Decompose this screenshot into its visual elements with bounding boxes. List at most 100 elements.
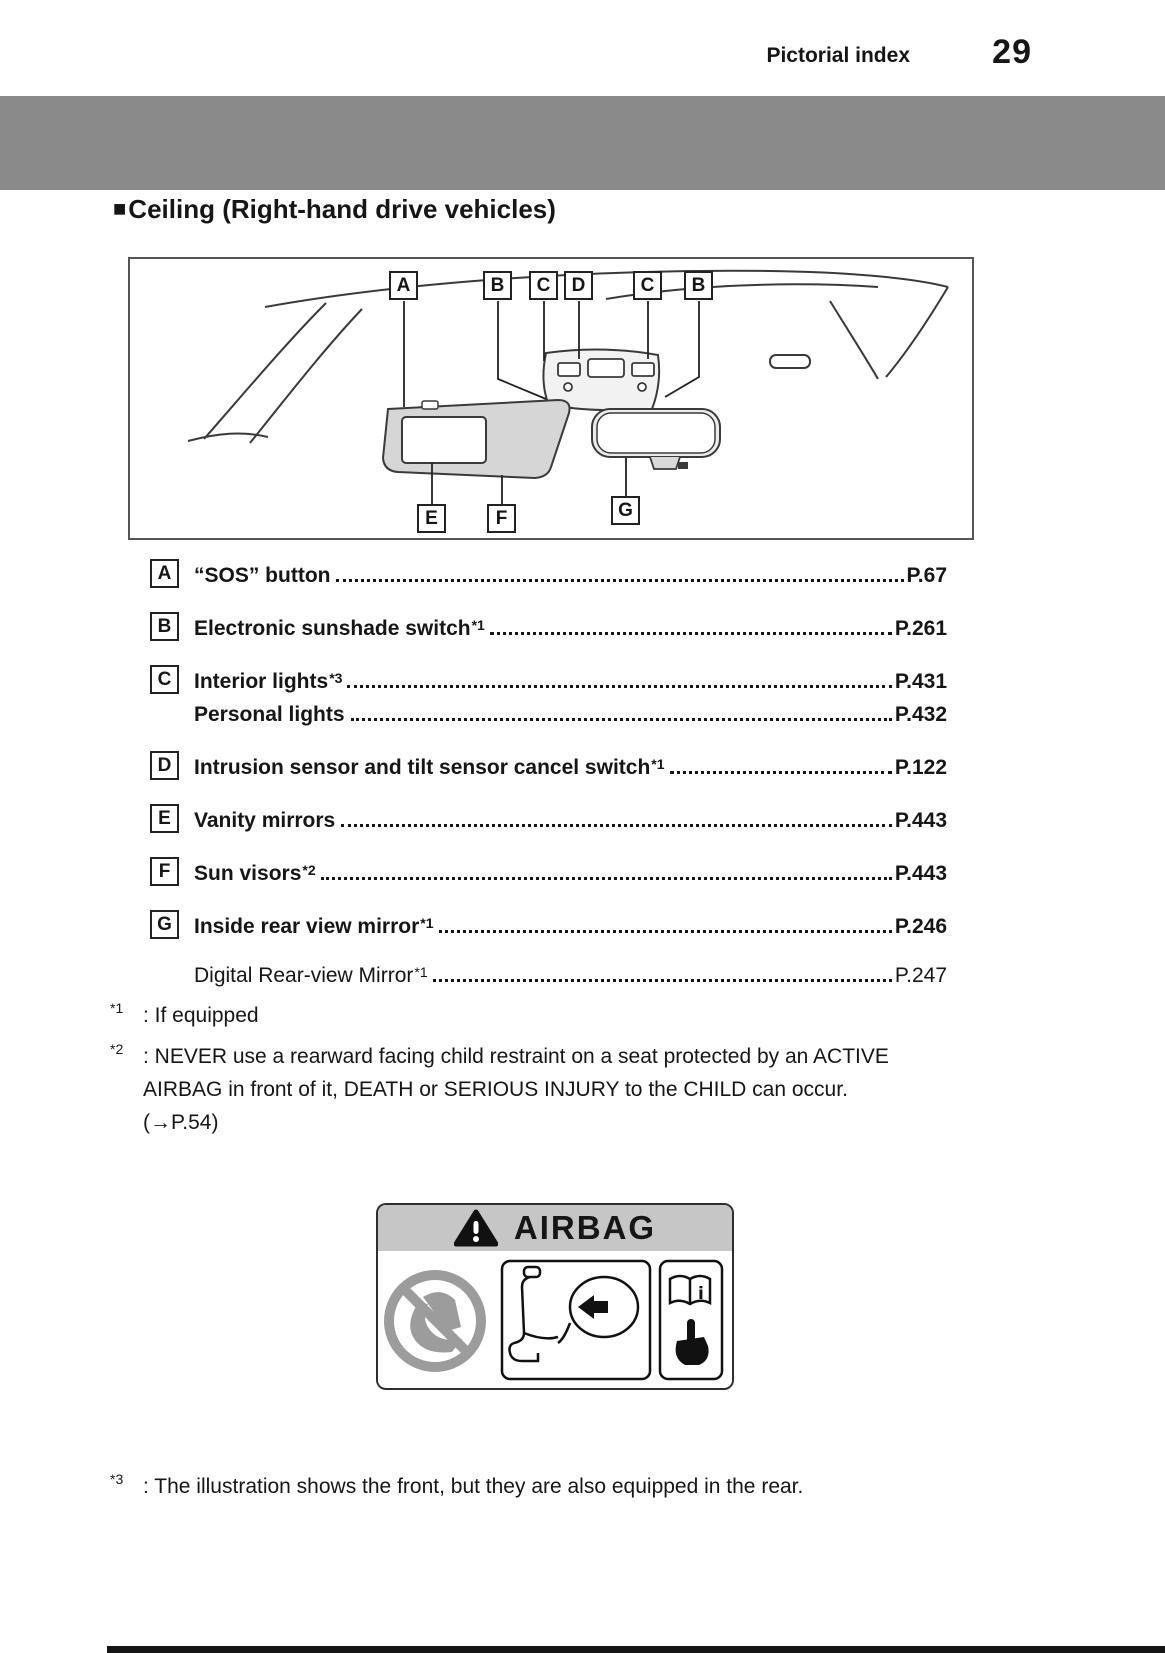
index-line: Digital Rear-view Mirror*1 P.247: [194, 959, 947, 988]
page-reference: P.431: [894, 670, 947, 693]
callout-E: E: [417, 504, 446, 533]
page-reference: P.261: [894, 617, 947, 640]
callout-B2: B: [684, 271, 713, 300]
warning-triangle-icon: [453, 1209, 498, 1247]
footnote-1: *1 : If equipped: [110, 999, 259, 1032]
entry-label: Digital Rear-view Mirror: [194, 964, 414, 987]
ceiling-diagram: A B C D C B E F G: [128, 257, 974, 540]
section-heading: ■Ceiling (Right-hand drive vehicles): [113, 194, 556, 225]
page-reference: P.246: [894, 915, 947, 938]
index-entry-C: C Interior lights*3 P.431 Personal light…: [150, 665, 947, 727]
page-reference: P.122: [894, 756, 947, 779]
dot-leader: [320, 877, 892, 880]
entry-label: “SOS” button: [194, 564, 331, 587]
footnote-text: : The illustration shows the front, but …: [143, 1475, 804, 1498]
footnote-ref: *1: [414, 964, 428, 980]
footnote-3: *3 : The illustration shows the front, b…: [110, 1470, 803, 1503]
header-band: [0, 96, 1165, 190]
index-line: Interior lights*3 P.431: [194, 665, 947, 694]
entry-label: Vanity mirrors: [194, 809, 336, 832]
callout-C: C: [529, 271, 558, 300]
dot-leader: [669, 771, 892, 774]
vanity-mirror: [401, 416, 487, 464]
page-reference: P.432: [894, 703, 947, 726]
sun-visor: [381, 398, 571, 480]
pointing-hand-icon: [675, 1319, 709, 1365]
footnote-text: : If equipped: [143, 1004, 259, 1027]
entry-letter-badge: F: [150, 857, 179, 886]
airbag-label-header: AIRBAG: [378, 1205, 732, 1251]
footnote-ref: *3: [329, 670, 343, 686]
callout-G: G: [611, 496, 640, 525]
index-line: “SOS” button P.67: [194, 559, 947, 588]
index-line: Vanity mirrors P.443: [194, 804, 947, 833]
dot-leader: [350, 718, 892, 721]
entry-letter-badge: C: [150, 665, 179, 694]
page-reference: P.443: [894, 809, 947, 832]
footnote-ref: *1: [471, 617, 485, 633]
entry-label: Electronic sunshade switch: [194, 617, 471, 640]
footnote-2: *2 : NEVER use a rearward facing child r…: [110, 1040, 889, 1139]
page-reference: P.247: [894, 964, 947, 987]
entry-letter-badge: D: [150, 751, 179, 780]
callout-lines: [403, 301, 700, 504]
ceiling-illustration: [187, 269, 949, 504]
index-entry-B: B Electronic sunshade switch*1 P.261: [150, 612, 947, 641]
page-reference: P.443: [894, 862, 947, 885]
running-header-title: Pictorial index: [766, 44, 910, 67]
entry-label: Interior lights: [194, 670, 329, 693]
page-reference: P.67: [906, 564, 948, 587]
entry-label: Inside rear view mirror: [194, 915, 420, 938]
callout-A: A: [389, 271, 418, 300]
footnote-marker: *1: [110, 1000, 124, 1016]
dot-leader: [438, 930, 892, 933]
index-entry-G: G Inside rear view mirror*1 P.246 Digita…: [150, 910, 947, 988]
footnote-ref: *1: [420, 915, 434, 931]
footnote-text: : NEVER use a rearward facing child rest…: [143, 1045, 889, 1134]
page-bottom-rule: [107, 1646, 1165, 1653]
index-line: Electronic sunshade switch*1 P.261: [194, 612, 947, 641]
page-number: 29: [992, 33, 1032, 71]
entry-letter-badge: B: [150, 612, 179, 641]
index-line: Intrusion sensor and tilt sensor cancel …: [194, 751, 947, 780]
index-entry-A: A “SOS” button P.67: [150, 559, 947, 588]
footnote-ref: *1: [651, 756, 665, 772]
dot-leader: [336, 579, 904, 582]
airbag-deploy-icon: [500, 1259, 652, 1381]
index-line: Personal lights P.432: [194, 698, 947, 727]
callout-F: F: [487, 504, 516, 533]
entry-letter-badge: E: [150, 804, 179, 833]
dot-leader: [432, 979, 892, 982]
svg-text:i: i: [698, 1284, 704, 1304]
callout-B: B: [483, 271, 512, 300]
entry-label: Personal lights: [194, 703, 345, 726]
manual-reference-icon: i: [658, 1259, 724, 1381]
entry-letter-badge: A: [150, 559, 179, 588]
entry-label: Intrusion sensor and tilt sensor cancel …: [194, 756, 651, 779]
entry-letter-badge: G: [150, 910, 179, 939]
footnote-ref: *2: [302, 862, 316, 878]
callout-C2: C: [633, 271, 662, 300]
airbag-label-title: AIRBAG: [513, 1209, 657, 1246]
index-entry-E: E Vanity mirrors P.443: [150, 804, 947, 833]
airbag-warning-label: AIRBAG: [376, 1203, 734, 1390]
dot-leader: [489, 632, 892, 635]
airbag-pictograms-illustration: i: [384, 1259, 724, 1381]
dot-leader: [341, 824, 892, 827]
dot-leader: [347, 685, 892, 688]
callout-D: D: [564, 271, 593, 300]
entry-label: Sun visors: [194, 862, 302, 885]
rear-view-mirror: [591, 408, 721, 470]
footnote-marker: *3: [110, 1471, 124, 1487]
visor-clip: [421, 400, 439, 410]
no-rearward-child-seat-icon: [384, 1270, 486, 1372]
index-entry-F: F Sun visors*2 P.443: [150, 857, 947, 886]
index-line: Inside rear view mirror*1 P.246: [194, 910, 947, 939]
overhead-console: [542, 348, 661, 412]
footnote-marker: *2: [110, 1041, 124, 1057]
grab-handle: [769, 354, 811, 369]
square-bullet-icon: ■: [113, 196, 127, 221]
airbag-label-pictograms: i: [378, 1251, 732, 1387]
index-line: Sun visors*2 P.443: [194, 857, 947, 886]
